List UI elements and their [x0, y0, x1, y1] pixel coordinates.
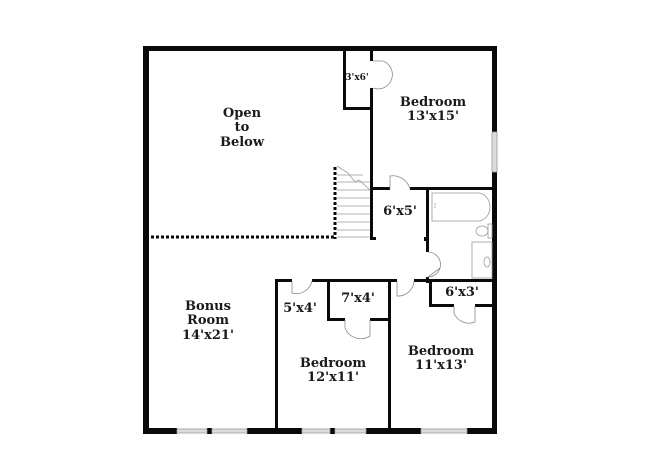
label-dims: 6'x5' [383, 204, 417, 219]
bathtub-icon [431, 192, 491, 222]
window-bottom-5 [420, 428, 468, 434]
label-name: Bedroom [407, 344, 475, 359]
label-dims: 7'x4' [341, 291, 375, 306]
label-bonus-room: Bonus Room 14'x21' [182, 299, 234, 343]
toilet-icon [475, 225, 489, 237]
window-bottom-3 [301, 428, 331, 434]
door-closet-3x6 [372, 60, 393, 90]
label-line: to [234, 120, 250, 136]
door-bedroom-1 [389, 175, 411, 190]
label-closet-3x6: 3'x6' [345, 73, 369, 84]
label-dims: 5'x4' [283, 301, 317, 316]
door-closet-6x3 [453, 306, 476, 324]
label-closet-5x4: 5'x4' [283, 301, 317, 316]
door-bath [426, 251, 441, 278]
label-bedroom-1: Bedroom 13'x15' [399, 95, 467, 125]
label-closet-7x4: 7'x4' [341, 291, 375, 306]
interior-walls [275, 46, 497, 431]
label-hall: 6'x5' [383, 204, 417, 219]
stairs [336, 165, 371, 238]
label-name: Bedroom [399, 95, 467, 110]
railing [151, 167, 337, 239]
label-dims: 12'x11' [307, 370, 359, 386]
bathroom-fixtures [431, 192, 493, 279]
label-open-to-below: Open to Below [219, 106, 265, 150]
windows [176, 131, 498, 434]
door-hall-bedroom-3 [396, 280, 415, 297]
label-dims: 6'x3' [445, 285, 479, 300]
label-line: Below [219, 134, 265, 150]
window-bottom-4 [334, 428, 367, 434]
label-bedroom-3: Bedroom 11'x13' [407, 344, 475, 374]
window-bottom-1 [176, 428, 208, 434]
door-closet-5x4 [291, 280, 313, 294]
label-name: Bonus [185, 299, 231, 314]
label-name: Bedroom [299, 356, 367, 371]
sink-icon [483, 256, 491, 268]
window-bottom-2 [211, 428, 248, 434]
window-right [491, 131, 498, 173]
label-dims: 13'x15' [407, 109, 459, 125]
label-line: Open [222, 106, 262, 121]
label-closet-6x3: 6'x3' [445, 285, 479, 300]
label-dims: 3'x6' [345, 73, 369, 83]
label-name: Room [187, 313, 229, 329]
label-dims: 11'x13' [415, 358, 467, 374]
outer-walls [143, 46, 497, 434]
vanity-icon [471, 241, 493, 279]
label-bedroom-2: Bedroom 12'x11' [299, 356, 367, 386]
doors [291, 60, 476, 340]
door-closet-7x4 [344, 320, 371, 340]
label-dims: 14'x21' [182, 327, 234, 343]
